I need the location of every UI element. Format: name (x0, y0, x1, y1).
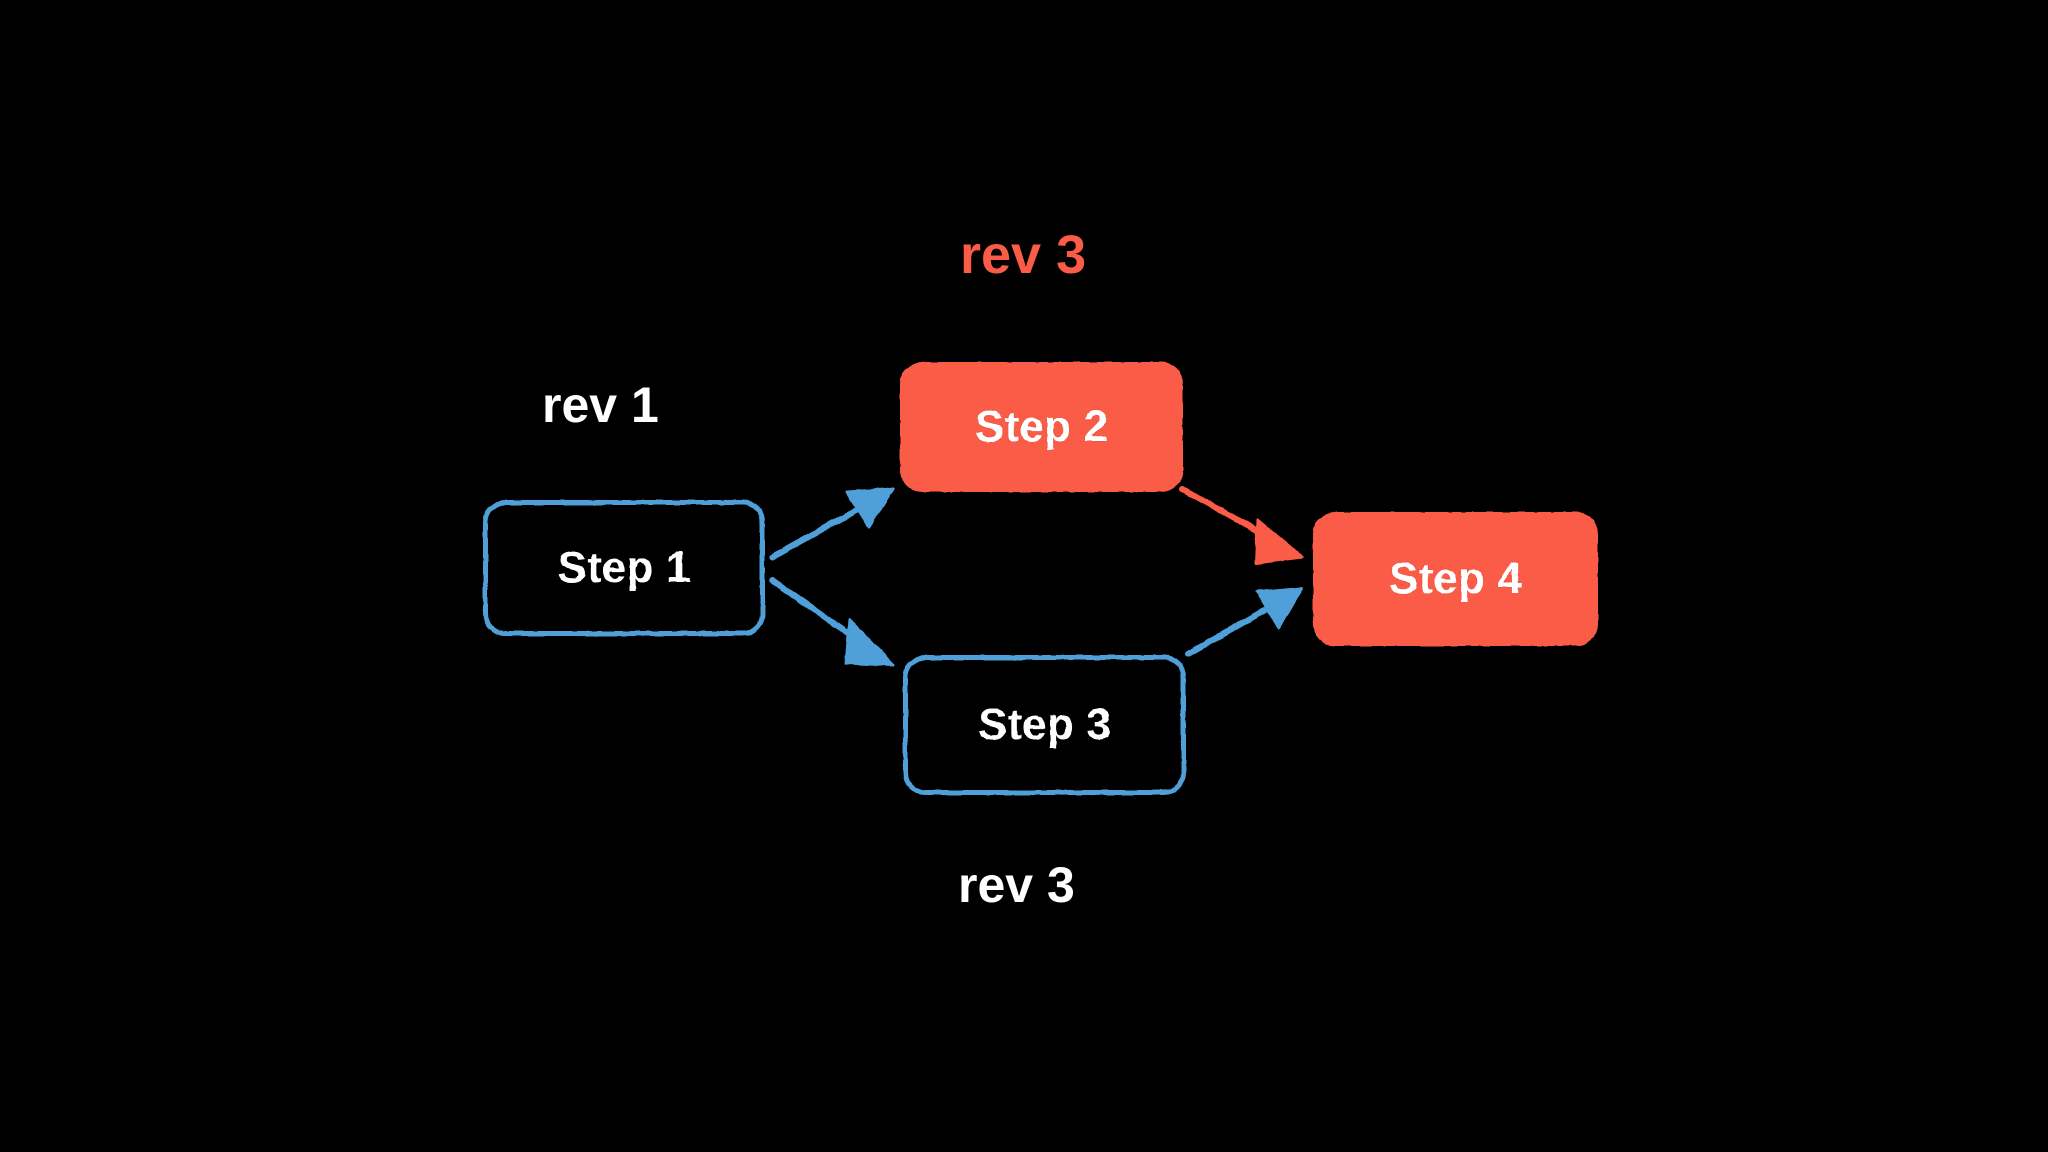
edge-step3-step4 (1185, 586, 1304, 657)
node-step-1[interactable]: Step 1 (483, 500, 765, 636)
node-step-3-label: Step 3 (977, 700, 1112, 749)
node-step-4-label: Step 4 (1388, 554, 1523, 603)
edge-step2-step4 (1179, 486, 1304, 565)
rev-label-left: rev 1 (542, 377, 659, 433)
node-step-1-label: Step 1 (557, 543, 691, 592)
node-step-3[interactable]: Step 3 (903, 655, 1186, 795)
node-step-2-label: Step 2 (974, 402, 1109, 451)
edge-step1-step2 (769, 487, 895, 560)
node-step-2[interactable]: Step 2 (900, 362, 1183, 492)
rev-label-bottom: rev 3 (958, 857, 1075, 913)
edge-step1-step3 (769, 577, 895, 667)
node-step-4[interactable]: Step 4 (1313, 512, 1598, 646)
rev-label-top: rev 3 (960, 225, 1087, 285)
